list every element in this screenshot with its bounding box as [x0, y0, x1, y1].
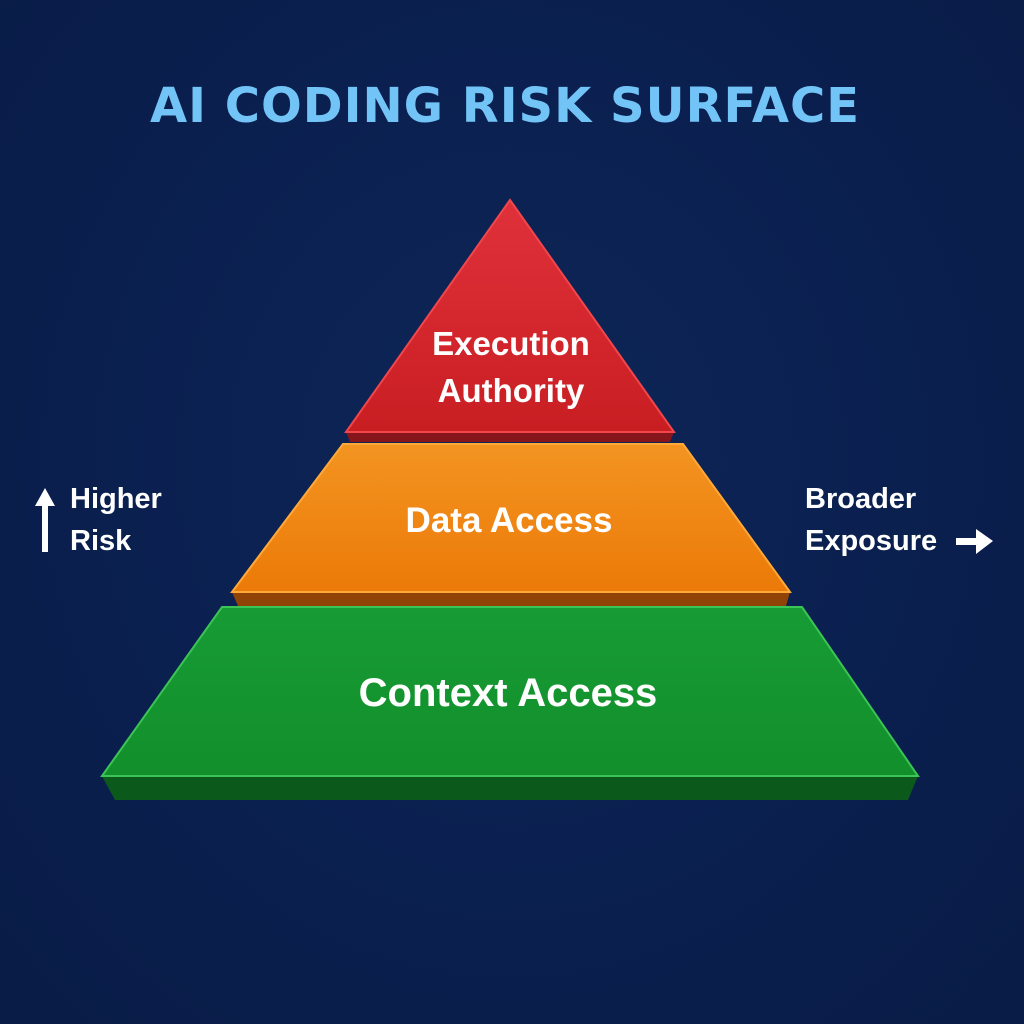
annotation-line: Risk	[70, 525, 132, 557]
arrow-up-icon	[35, 488, 55, 552]
annotation-line: Broader	[805, 483, 917, 515]
tier-label-line: Execution	[432, 325, 590, 362]
left-annotation: Higher Risk	[70, 478, 162, 562]
tier-data-access	[230, 443, 792, 606]
annotation-line: Exposure	[805, 525, 938, 557]
annotation-line: Higher	[70, 483, 162, 515]
tier-context-access	[100, 606, 920, 800]
right-annotation: Broader Exposure	[805, 478, 937, 562]
tier-label: Context Access	[359, 671, 658, 715]
tier-label-line: Authority	[438, 372, 585, 409]
arrow-right-icon	[956, 529, 993, 554]
diagram-title: AI CODING RISK SURFACE	[150, 78, 860, 134]
tier-label: Data Access	[406, 501, 613, 540]
tier-execution-authority	[344, 198, 676, 442]
